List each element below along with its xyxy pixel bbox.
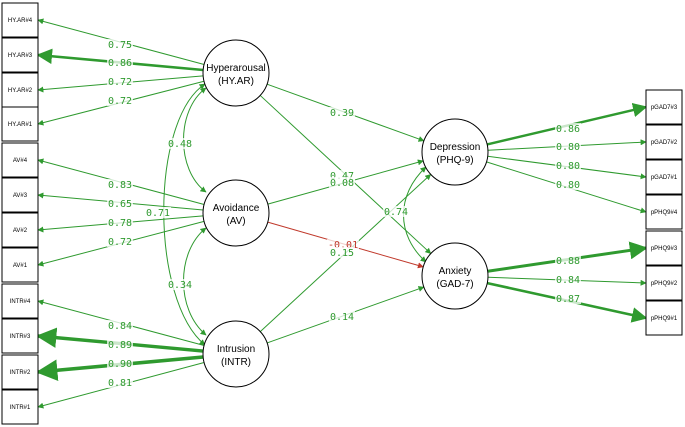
latent-node-dep: Depression (PHQ-9)	[421, 118, 489, 186]
indicator-box-intr4: INTR#4	[1, 283, 39, 319]
indicator-box-av1: AV#1	[1, 247, 39, 283]
indicator-box-pgad3: pGAD7#3	[645, 89, 683, 125]
latent-abbrev: (INTR)	[221, 357, 251, 368]
indicator-label: pPHQ9#4	[651, 210, 678, 216]
latent-node-av: Avoidance (AV)	[202, 179, 270, 247]
latent-name: Avoidance	[213, 203, 260, 214]
loading-label-av3: 0.65	[108, 199, 132, 210]
latent-abbrev: (GAD-7)	[436, 279, 473, 290]
loading-label-hyar2: 0.72	[108, 77, 132, 88]
latent-node-anx: Anxiety (GAD-7)	[421, 242, 489, 310]
indicator-label: HY.AR#1	[8, 122, 33, 128]
indicator-label: HY.AR#3	[8, 53, 33, 59]
loading-label-av1: 0.72	[108, 237, 132, 248]
indicator-label: INTR#1	[10, 405, 31, 411]
latent-abbrev: (AV)	[226, 216, 245, 227]
indicator-label: pPHQ9#1	[651, 316, 678, 322]
indicator-label: AV#2	[13, 228, 28, 234]
regression-label-av-anx: -0.01	[328, 240, 358, 251]
loading-label-intr3: 0.89	[108, 340, 132, 351]
loading-label-av4: 0.83	[108, 180, 132, 191]
loading-label-pgad2: 0.80	[556, 142, 580, 153]
loading-label-intr1: 0.81	[108, 378, 132, 389]
latent-node-intr: Intrusion (INTR)	[202, 320, 270, 388]
indicator-box-av2: AV#2	[1, 212, 39, 248]
latent-name: Hyperarousal	[206, 63, 265, 74]
latent-name: Anxiety	[439, 266, 472, 277]
indicator-box-av4: AV#4	[1, 142, 39, 178]
correlation-label-hyar-av: 0.48	[168, 139, 192, 150]
indicator-box-pphq2: pPHQ9#2	[645, 265, 683, 301]
indicator-box-pgad2: pGAD7#2	[645, 124, 683, 160]
indicator-box-pphq3: pPHQ9#3	[645, 230, 683, 266]
indicator-label: INTR#4	[10, 299, 31, 305]
indicator-label: AV#4	[13, 158, 28, 164]
indicator-label: pGAD7#3	[651, 105, 678, 111]
indicator-label: AV#3	[13, 193, 28, 199]
loading-label-pphq3: 0.88	[556, 256, 580, 267]
loading-label-intr4: 0.84	[108, 321, 132, 332]
regression-label-intr-anx: 0.14	[330, 312, 354, 323]
loading-label-pphq2: 0.84	[556, 275, 580, 286]
loading-label-intr2: 0.90	[108, 359, 132, 370]
indicator-label: HY.AR#4	[8, 18, 33, 24]
indicator-label: INTR#3	[10, 334, 31, 340]
loading-label-hyar1: 0.72	[108, 96, 132, 107]
indicator-label: pGAD7#1	[651, 175, 678, 181]
indicator-label: AV#1	[13, 263, 28, 269]
indicator-box-pgad1: pGAD7#1	[645, 159, 683, 195]
indicator-box-pphq1: pPHQ9#1	[645, 300, 683, 336]
indicator-box-av3: AV#3	[1, 177, 39, 213]
indicator-label: pGAD7#2	[651, 140, 678, 146]
latent-name: Depression	[430, 142, 481, 153]
indicator-box-hyar4: HY.AR#4	[1, 2, 39, 38]
loading-label-av2: 0.78	[108, 218, 132, 229]
loading-label-pphq4: 0.80	[556, 180, 580, 191]
indicator-label: pPHQ9#3	[651, 246, 678, 252]
loading-label-pphq1: 0.87	[556, 294, 580, 305]
latent-name: Intrusion	[217, 344, 255, 355]
regression-label-av-dep: 0.08	[330, 178, 354, 189]
correlation-label-av-intr: 0.34	[168, 280, 192, 291]
latent-abbrev: (PHQ-9)	[436, 155, 473, 166]
loading-label-pgad3: 0.86	[556, 124, 580, 135]
latent-node-hyar: Hyperarousal (HY.AR)	[202, 39, 270, 107]
correlation-label-dep-anx: 0.74	[384, 207, 408, 218]
loading-label-hyar4: 0.75	[108, 40, 132, 51]
coefficient-label-layer: 0.75 0.86 0.72 0.72 0.83 0.65 0.78 0.72 0.84 0.89…	[107, 39, 581, 389]
indicator-box-intr3: INTR#3	[1, 318, 39, 354]
indicator-box-hyar1: HY.AR#1	[1, 106, 39, 142]
regression-label-intr-dep: 0.15	[330, 248, 354, 259]
indicator-box-hyar2: HY.AR#2	[1, 72, 39, 108]
indicator-label: HY.AR#2	[8, 88, 33, 94]
regression-label-hyar-anx: 0.47	[330, 171, 354, 182]
correlation-label-hyar-intr: 0.71	[146, 208, 170, 219]
indicator-box-pphq4: pPHQ9#4	[645, 194, 683, 230]
indicator-label: INTR#2	[10, 370, 31, 376]
loading-label-hyar3: 0.86	[108, 58, 132, 69]
indicator-box-intr2: INTR#2	[1, 354, 39, 390]
latent-abbrev: (HY.AR)	[218, 76, 254, 87]
indicator-box-intr1: INTR#1	[1, 389, 39, 425]
indicator-box-hyar3: HY.AR#3	[1, 37, 39, 73]
loading-label-pgad1: 0.80	[556, 161, 580, 172]
regression-label-hyar-dep: 0.39	[330, 108, 354, 119]
indicator-label: pPHQ9#2	[651, 281, 678, 287]
